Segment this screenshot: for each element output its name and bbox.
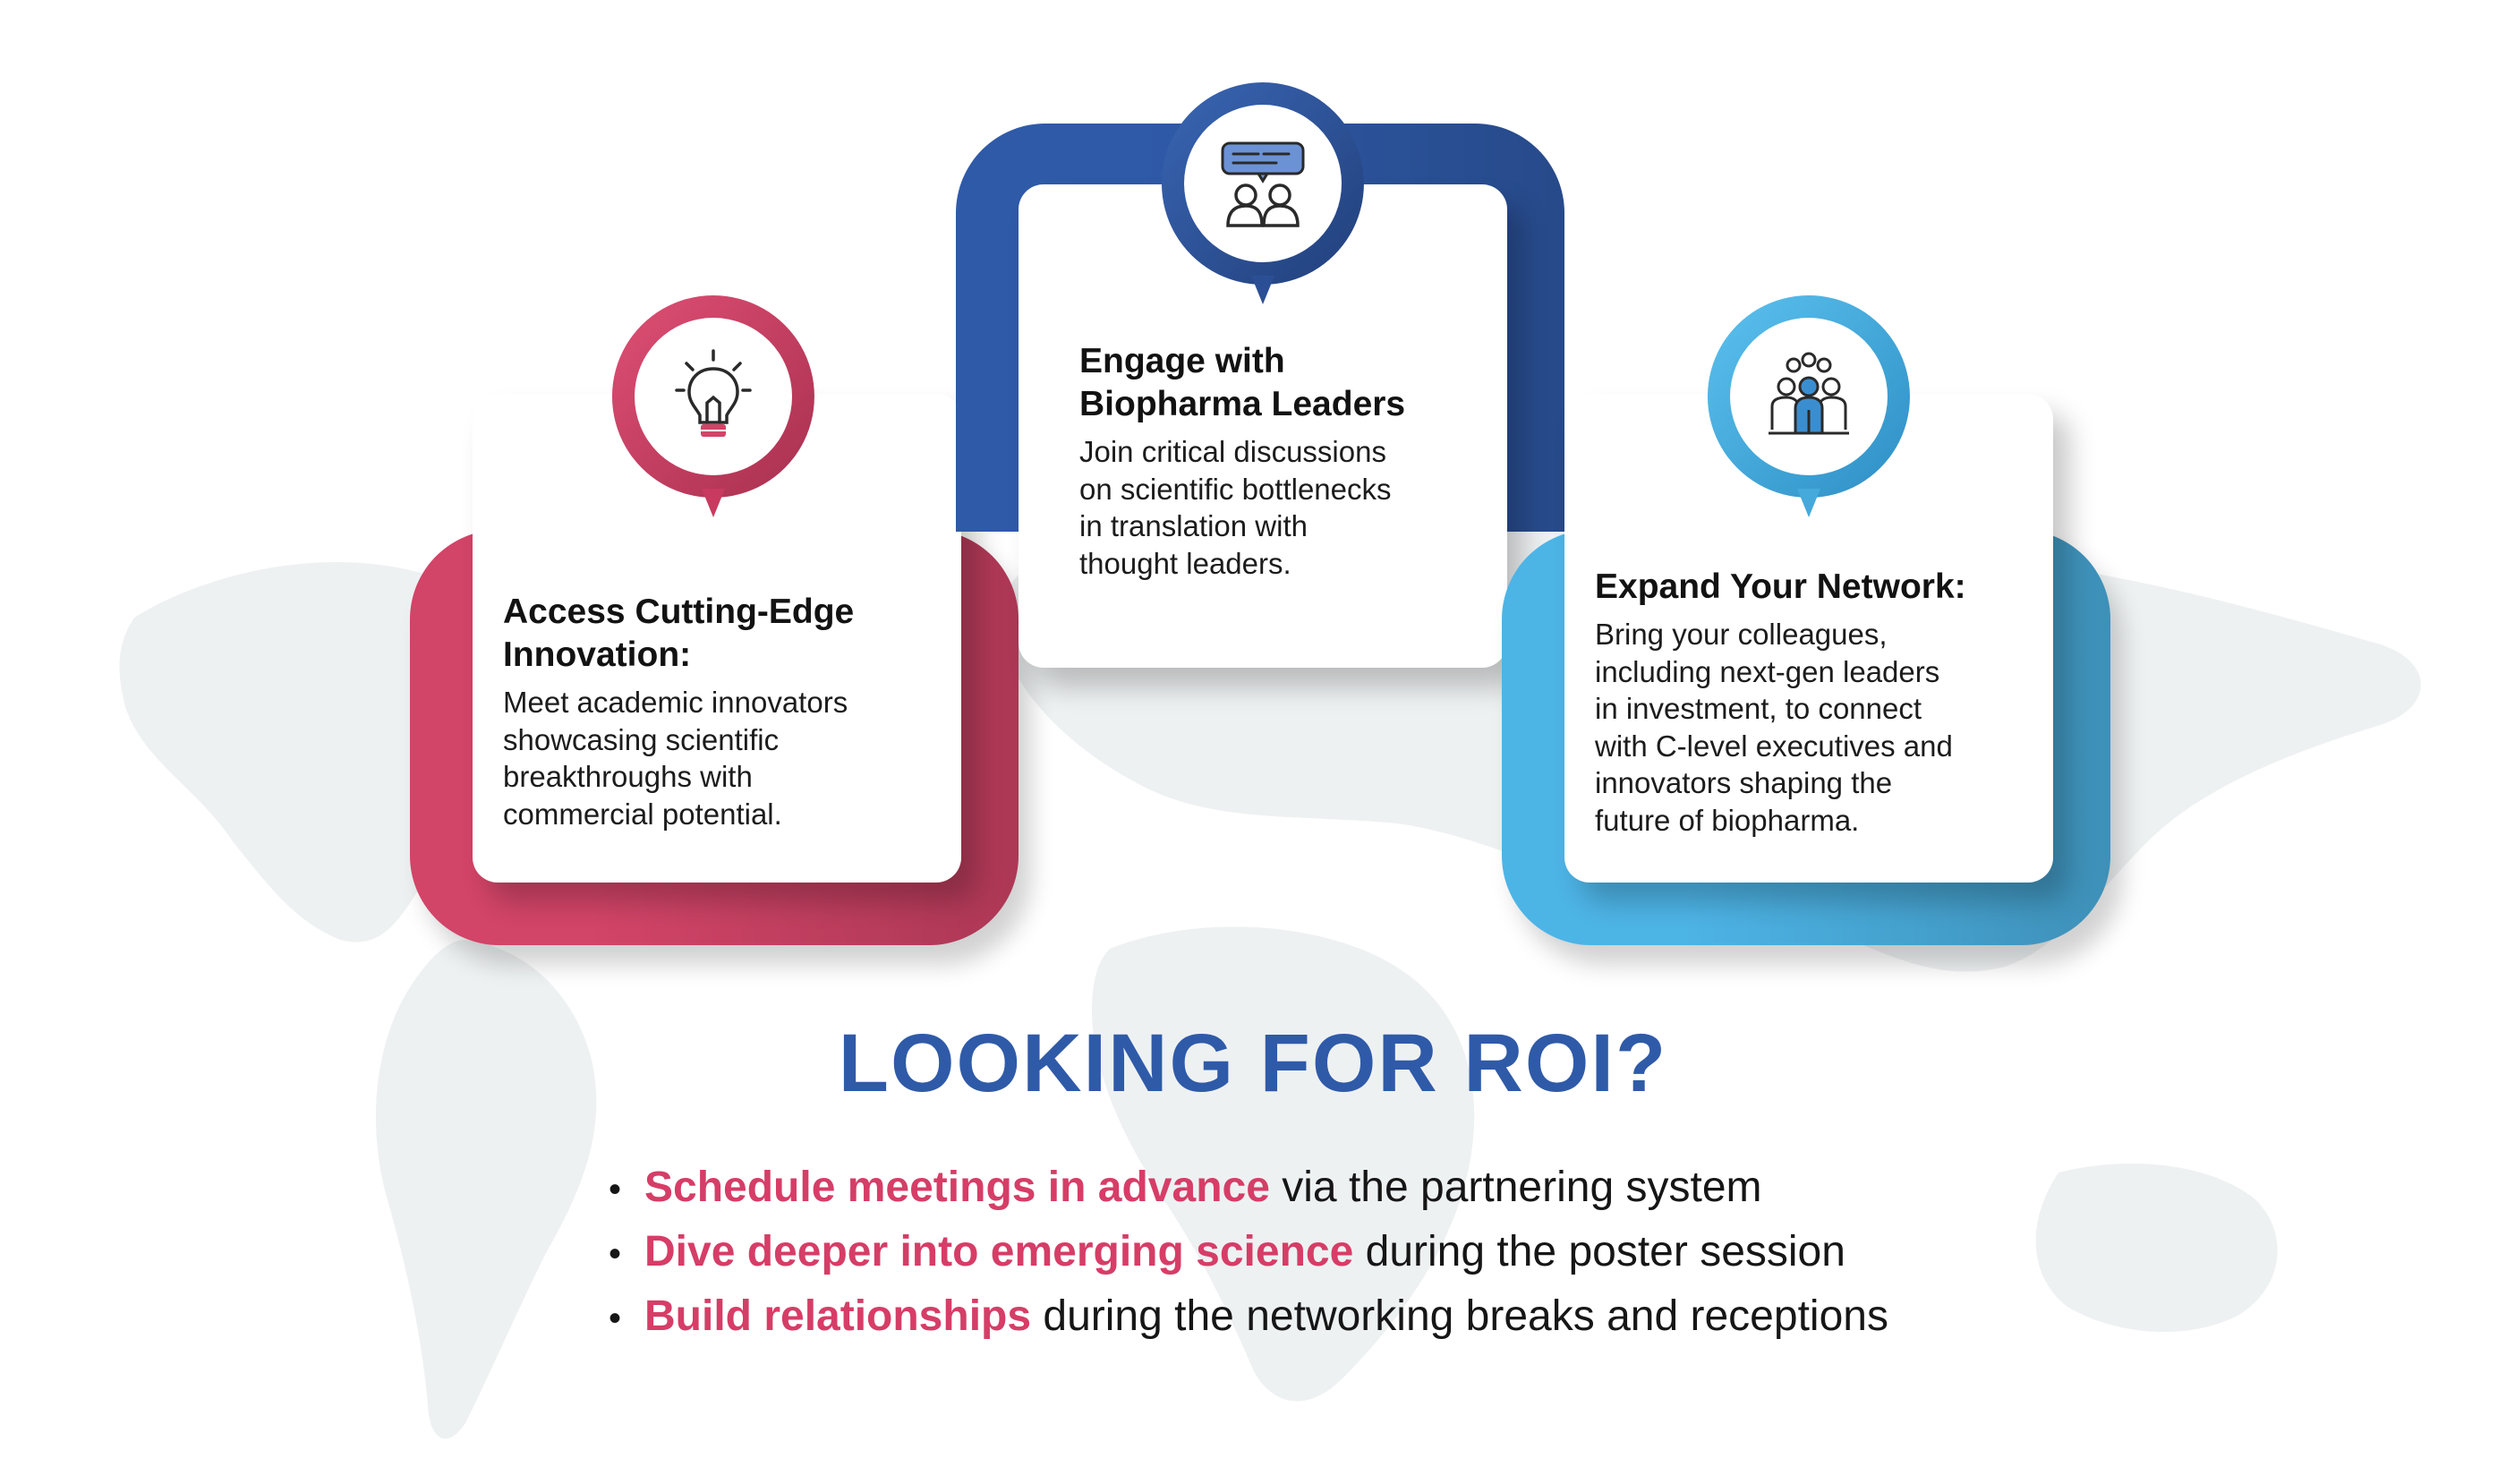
lightbulb-icon <box>675 349 752 437</box>
list-item-text: during the poster session <box>1353 1228 1845 1275</box>
card-title: Expand Your Network: <box>1595 567 1966 606</box>
card-body: Meet academic innovators showcasing scie… <box>503 686 848 831</box>
bullet: • <box>609 1170 622 1209</box>
roi-list: • Schedule meetings in advance via the pa… <box>609 1156 1888 1350</box>
list-item: • Schedule meetings in advance via the pa… <box>609 1156 1888 1221</box>
card-body: Bring your colleagues, including next-ge… <box>1595 618 1953 837</box>
roi-heading: LOOKING FOR ROI? <box>838 1018 1668 1109</box>
list-item: • Dive deeper into emerging science durin… <box>609 1221 1888 1285</box>
bullet: • <box>609 1234 622 1274</box>
bullet: • <box>609 1299 622 1338</box>
card-engage-leaders-pin <box>1161 82 1364 304</box>
card-body: Join critical discussions on scientific … <box>1079 435 1392 580</box>
list-item: • Build relationships during the networki… <box>609 1285 1888 1350</box>
discussion-icon <box>1221 141 1305 227</box>
list-item-highlight: Dive deeper into emerging science <box>644 1228 1354 1275</box>
group-icon <box>1769 352 1849 435</box>
list-item-text: via the partnering system <box>1269 1164 1762 1211</box>
list-item-highlight: Schedule meetings in advance <box>644 1164 1270 1211</box>
list-item-highlight: Build relationships <box>644 1292 1032 1340</box>
list-item-text: during the networking breaks and recepti… <box>1031 1292 1888 1340</box>
